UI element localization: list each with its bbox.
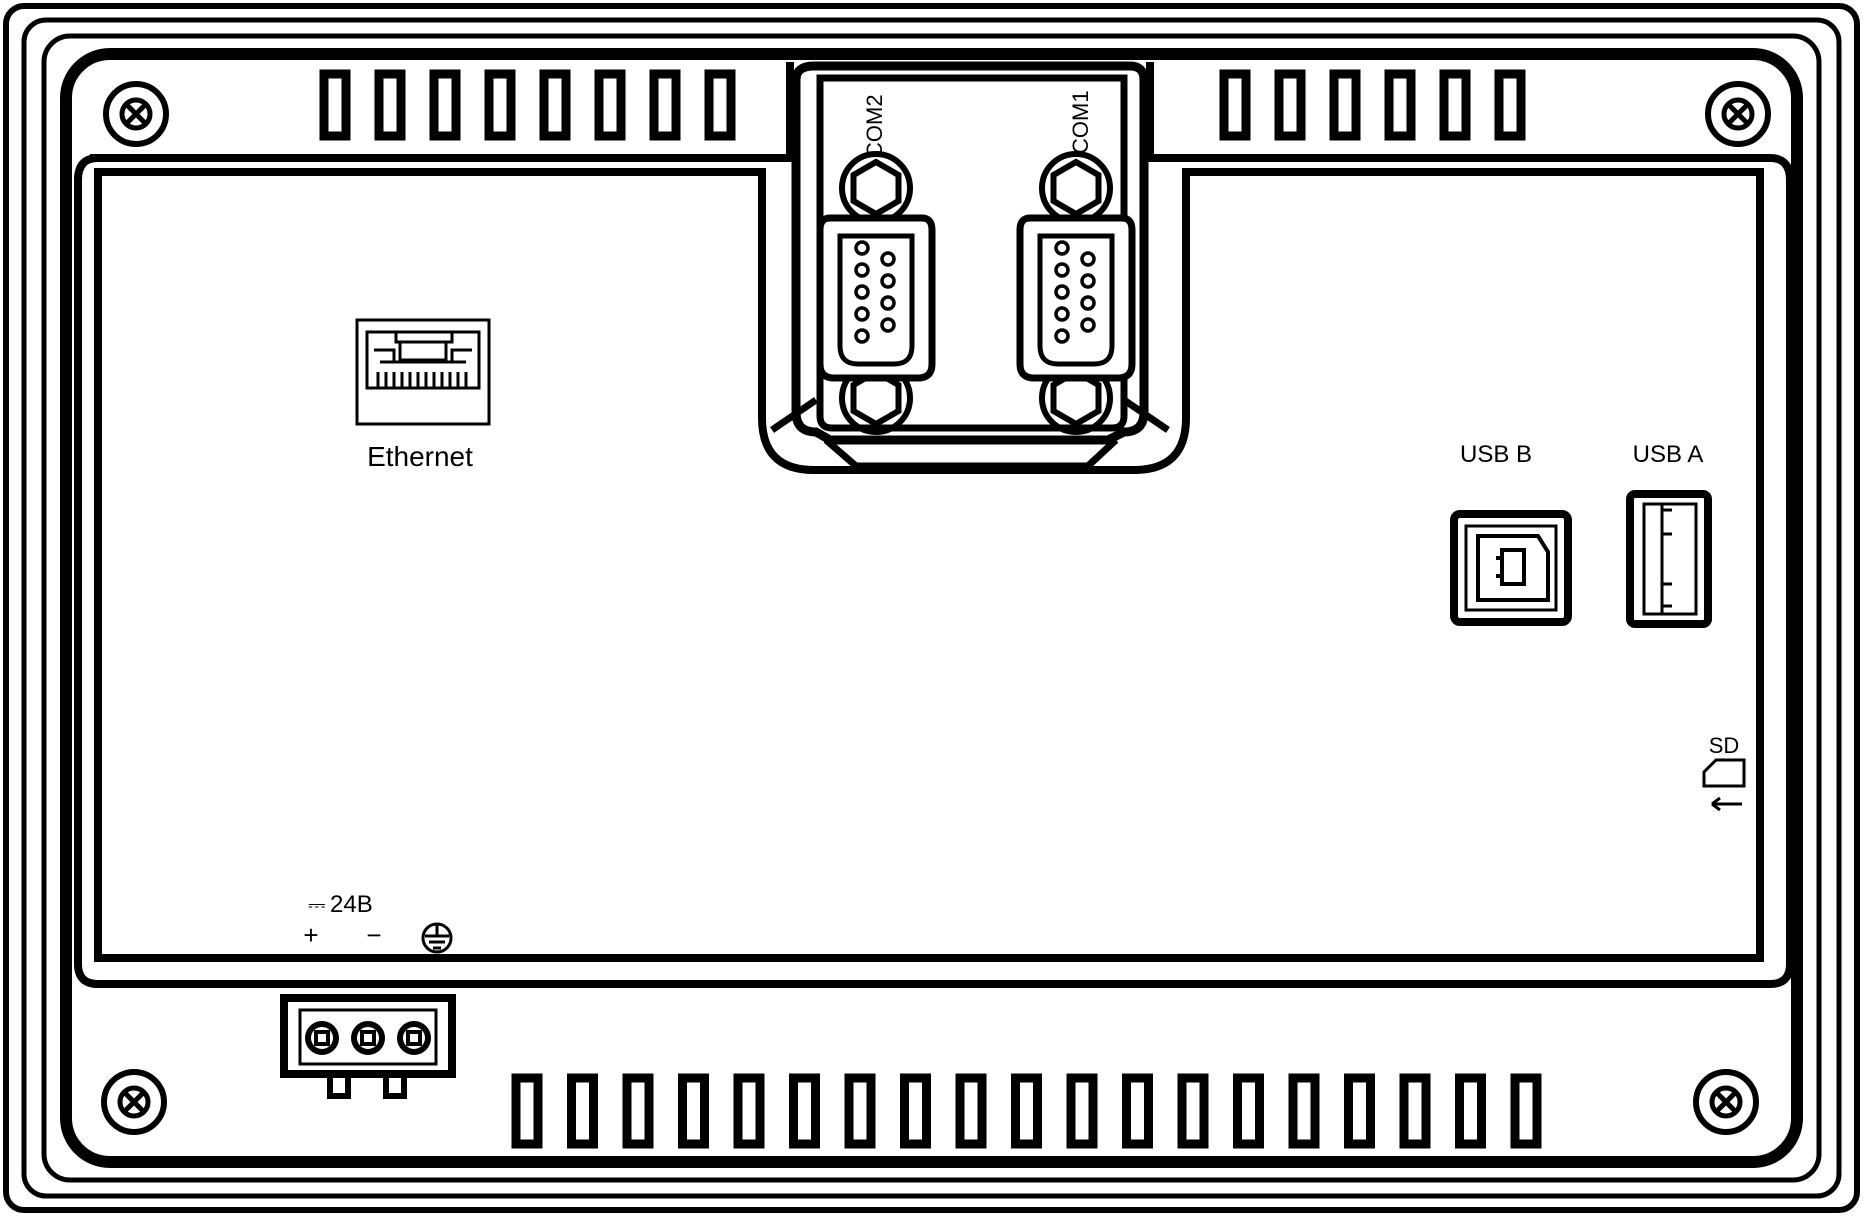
vent-slot	[704, 69, 736, 141]
hex-nut-icon	[1050, 368, 1102, 428]
vent-slot	[484, 69, 516, 141]
vent-slot	[567, 1073, 598, 1149]
screw-icon	[1693, 1069, 1759, 1135]
vent-slots-top-left	[319, 69, 736, 141]
vent-slot	[1122, 1073, 1153, 1149]
ethernet-label: Ethernet	[367, 441, 473, 472]
vent-slot	[1066, 1073, 1098, 1149]
com2-db9-connector[interactable]	[816, 151, 936, 435]
terminal-block-icon[interactable]	[280, 994, 456, 1099]
hex-nut-icon	[850, 158, 902, 218]
usb-a-label: USB A	[1633, 441, 1704, 468]
vent-slot	[594, 69, 626, 141]
vent-slots-bottom	[511, 1073, 1542, 1149]
hex-nut-icon	[850, 368, 902, 428]
ground-icon	[421, 922, 453, 954]
vent-slot	[733, 1073, 765, 1149]
hex-nut-icon	[1050, 158, 1102, 218]
vent-slot	[1011, 1073, 1042, 1149]
dc-symbol: ⎓	[308, 892, 326, 917]
mounting-screws	[101, 81, 1771, 1135]
screw-icon	[101, 1069, 167, 1135]
vent-slot	[900, 1073, 931, 1149]
inner-panel	[74, 62, 1794, 988]
vent-slot	[789, 1073, 820, 1149]
vent-slot	[955, 1073, 987, 1149]
outer-frame	[3, 3, 1860, 1213]
vent-slot	[1329, 69, 1361, 141]
com-housing	[770, 61, 1170, 470]
vent-slot	[1177, 1073, 1209, 1149]
vent-slot	[1455, 1073, 1486, 1149]
vent-slot	[1399, 1073, 1431, 1149]
vent-slots-top-right	[1219, 69, 1526, 141]
com1-label: COM1	[1068, 90, 1093, 154]
vent-slot	[1219, 69, 1251, 141]
sd-card-icon	[1702, 758, 1746, 812]
vent-slot	[1510, 1073, 1542, 1149]
screw-icon	[103, 81, 169, 147]
vent-slot	[1384, 69, 1416, 141]
usb-b-port-icon[interactable]	[1450, 510, 1572, 626]
vent-slot	[1439, 69, 1471, 141]
vent-slot	[1494, 69, 1526, 141]
sd-label: SD	[1709, 733, 1740, 758]
vent-slot	[374, 69, 406, 141]
usb-b-label: USB B	[1460, 441, 1532, 468]
vent-slot	[678, 1073, 709, 1149]
vent-slot	[429, 69, 461, 141]
vent-slot	[1344, 1073, 1375, 1149]
com2-label: COM2	[862, 94, 887, 158]
power-voltage-label: 24В	[330, 891, 373, 918]
minus-label: −	[366, 920, 381, 950]
vent-slot	[649, 69, 681, 141]
ethernet-port-icon[interactable]	[355, 318, 491, 426]
vent-slot	[539, 69, 571, 141]
terminal-screw-icon	[397, 1021, 431, 1055]
terminal-screw-icon	[305, 1021, 339, 1055]
vent-slot	[511, 1073, 543, 1149]
vent-slot	[844, 1073, 876, 1149]
vent-slot	[622, 1073, 654, 1149]
com1-db9-connector[interactable]	[1016, 151, 1136, 435]
vent-slot	[1274, 69, 1306, 141]
screw-icon	[1705, 81, 1771, 147]
plus-label: +	[303, 920, 318, 950]
vent-slot	[1288, 1073, 1320, 1149]
terminal-screw-icon	[351, 1021, 385, 1055]
usb-a-port-icon[interactable]	[1626, 490, 1712, 628]
vent-slot	[319, 69, 351, 141]
vent-slot	[1233, 1073, 1264, 1149]
